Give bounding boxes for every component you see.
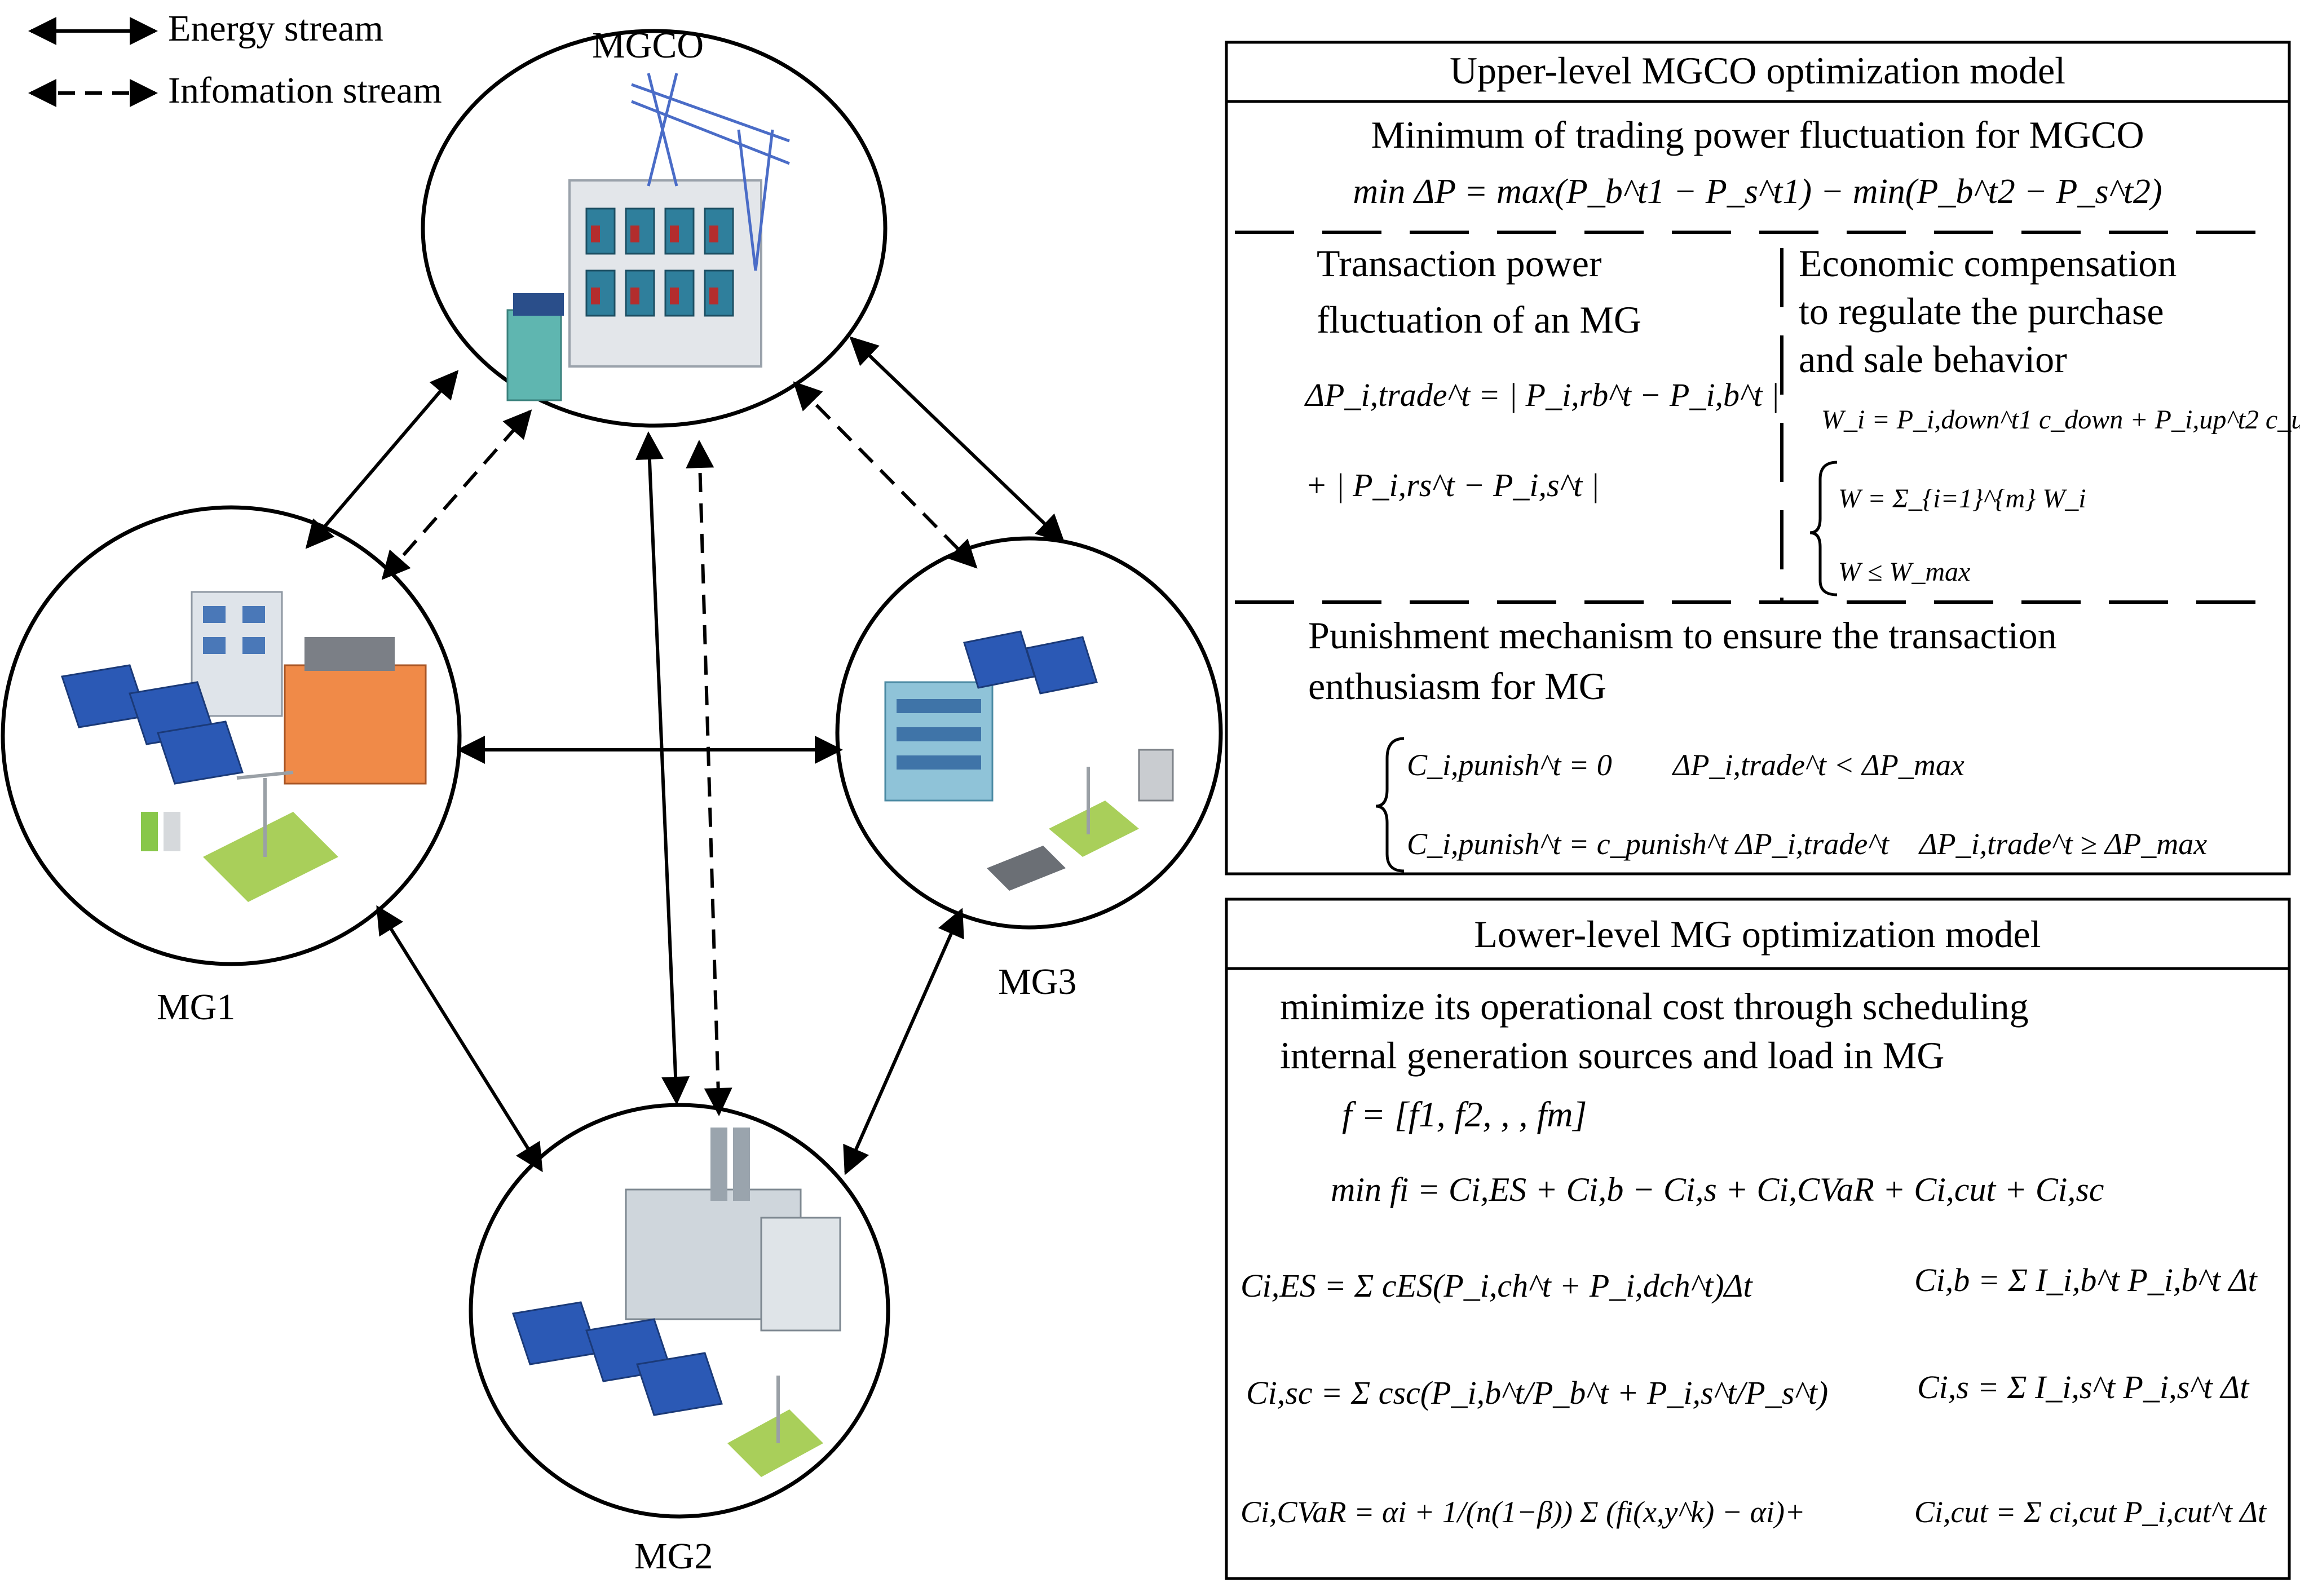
- lower-heading-line2: internal generation sources and load in …: [1280, 1034, 1944, 1077]
- node-mgco: MGCO: [421, 25, 888, 428]
- energy-mgco-mg3: [849, 336, 1065, 543]
- right-formula-line3: W ≤ W_max: [1838, 557, 1970, 587]
- info-mgco-mg2: [686, 440, 732, 1116]
- lower-c-cvar: Ci,CVaR = αi + 1/(n(1−β)) Σ (fi(x,y^k) −…: [1241, 1495, 1805, 1529]
- lower-title: Lower-level MG optimization model: [1474, 913, 2041, 956]
- right-heading-line2: to regulate the purchase: [1799, 290, 2164, 333]
- info-arrows: [381, 381, 978, 1116]
- left-heading-line2: fluctuation of an MG: [1317, 298, 1641, 341]
- substation-icon: [506, 73, 790, 401]
- node-mg1: MG1: [1, 505, 462, 1028]
- right-heading-line1: Economic compensation: [1799, 242, 2177, 285]
- left-formula-line1: ΔP_i,trade^t = | P_i,rb^t − P_i,b^t |: [1304, 377, 1780, 413]
- punish-heading-line1: Punishment mechanism to ensure the trans…: [1308, 614, 2057, 657]
- mg3-label: MG3: [998, 961, 1076, 1002]
- lower-c-s: Ci,s = Σ I_i,s^t P_i,s^t Δt: [1917, 1369, 2250, 1405]
- mg2-label: MG2: [634, 1536, 713, 1577]
- punish-case2: C_i,punish^t = c_punish^t ΔP_i,trade^t Δ…: [1407, 827, 2207, 861]
- punish-brace: [1375, 737, 1405, 873]
- upper-title: Upper-level MGCO optimization model: [1450, 49, 2065, 92]
- node-mg2: MG2: [469, 1103, 890, 1577]
- node-mg3: MG3: [835, 536, 1223, 1002]
- upper-objective-heading: Minimum of trading power fluctuation for…: [1371, 113, 2144, 156]
- lower-min-fi: min fi = Ci,ES + Ci,b − Ci,s + Ci,CVaR +…: [1331, 1171, 2104, 1208]
- lower-c-cut: Ci,cut = Σ ci,cut P_i,cut^t Δt: [1914, 1495, 2267, 1529]
- right-formula-brace: [1809, 461, 1838, 596]
- microgrid-1-icon: [61, 591, 427, 902]
- energy-mg1-mg2: [376, 905, 543, 1173]
- legend: Energy stream Infomation stream: [28, 8, 442, 111]
- microgrid-2-icon: [512, 1128, 841, 1477]
- legend-info-label: Infomation stream: [168, 70, 442, 111]
- right-heading-line3: and sale behavior: [1799, 338, 2067, 381]
- mg1-label: MG1: [157, 987, 235, 1028]
- energy-mg3-mg2: [843, 908, 964, 1175]
- lower-c-es: Ci,ES = Σ cES(P_i,ch^t + P_i,dch^t)Δt: [1241, 1267, 1754, 1304]
- lower-f-vector: f = [f1, f2, , , fm]: [1342, 1094, 1587, 1134]
- right-formula-line2: W = Σ_{i=1}^{m} W_i: [1838, 484, 2086, 514]
- lower-level-panel: Lower-level MG optimization model minimi…: [1225, 898, 2291, 1580]
- punish-heading-line2: enthusiasm for MG: [1308, 665, 1606, 708]
- info-mgco-mg3: [793, 381, 978, 569]
- upper-level-panel: Upper-level MGCO optimization model Mini…: [1225, 41, 2300, 876]
- left-heading-line1: Transaction power: [1317, 242, 1602, 285]
- right-formula-line1: W_i = P_i,down^t1 c_down + P_i,up^t2 c_u…: [1821, 405, 2300, 435]
- upper-objective-formula: min ΔP = max(P_b^t1 − P_s^t1) − min(P_b^…: [1353, 173, 2162, 211]
- lower-c-sc: Ci,sc = Σ csc(P_i,b^t/P_b^t + P_i,s^t/P_…: [1246, 1374, 1828, 1411]
- lower-c-b: Ci,b = Σ I_i,b^t P_i,b^t Δt: [1914, 1262, 2258, 1298]
- energy-mgco-mg2: [635, 431, 690, 1105]
- left-formula-line2: + | P_i,rs^t − P_i,s^t |: [1305, 467, 1600, 503]
- info-mgco-mg1: [381, 409, 532, 580]
- punish-case1: C_i,punish^t = 0 ΔP_i,trade^t < ΔP_max: [1407, 748, 1965, 782]
- mgco-label: MGCO: [592, 25, 704, 66]
- legend-energy-label: Energy stream: [168, 8, 383, 49]
- lower-heading-line1: minimize its operational cost through sc…: [1280, 985, 2029, 1028]
- microgrid-3-icon: [884, 630, 1174, 891]
